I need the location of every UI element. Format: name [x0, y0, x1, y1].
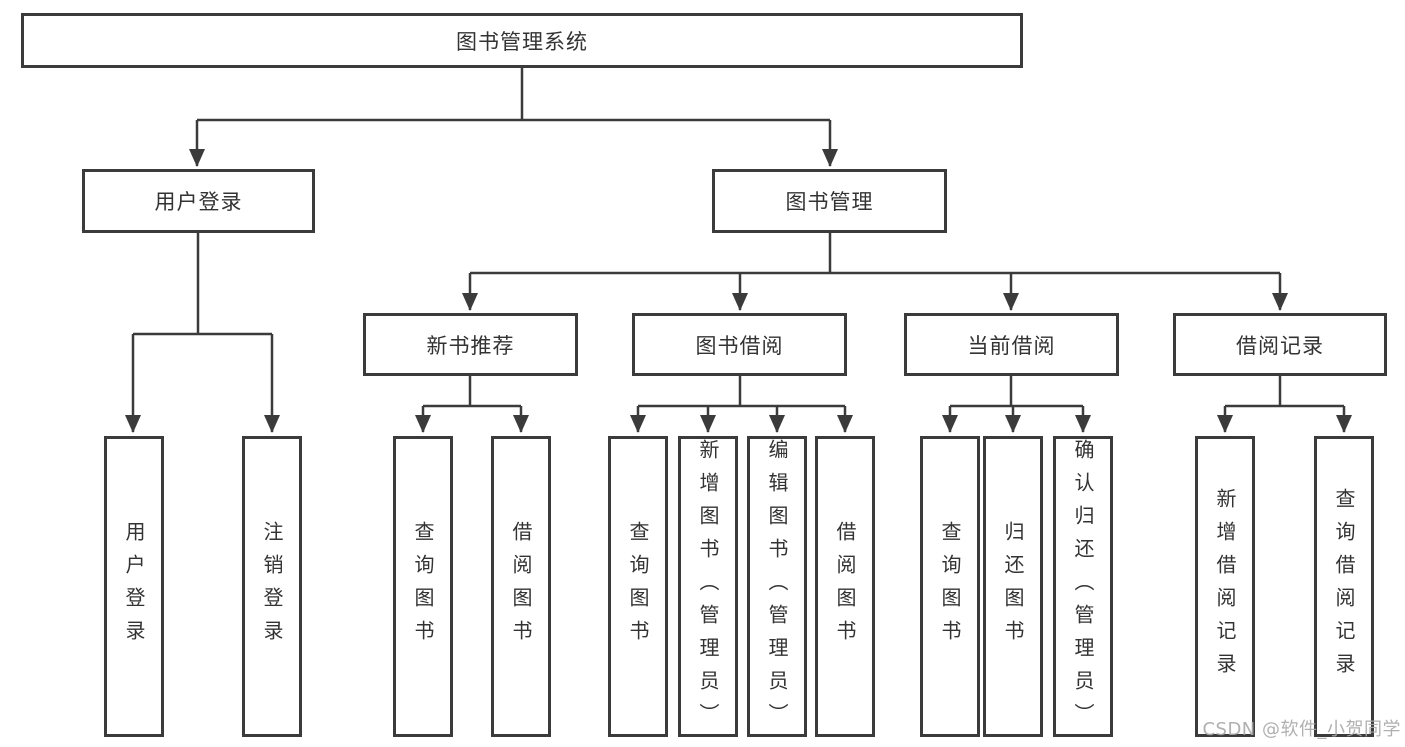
node-label: 注销登录 — [260, 520, 284, 653]
node-label: 编辑图书（管理员） — [765, 439, 789, 736]
node-new-book-recommendation: 新书推荐 — [363, 313, 578, 376]
node-label: 新书推荐 — [426, 333, 515, 358]
node-book-borrowing: 图书借阅 — [632, 313, 847, 376]
node-label: 查询图书 — [938, 520, 962, 653]
node-user-login-branch: 用户登录 — [82, 169, 315, 233]
leaf-edit-books-admin: 编辑图书（管理员） — [747, 436, 807, 737]
node-label: 图书管理系统 — [456, 29, 588, 54]
leaf-user-login: 用户登录 — [104, 436, 164, 737]
node-label: 图书借阅 — [695, 333, 784, 358]
leaf-query-books-3: 查询图书 — [920, 436, 980, 737]
leaf-borrow-books-2: 借阅图书 — [815, 436, 875, 737]
csdn-watermark: CSDN @软件_小贺同学 — [1202, 719, 1401, 740]
node-label: 确认归还（管理员） — [1071, 439, 1095, 736]
leaf-add-borrow-record: 新增借阅记录 — [1195, 436, 1255, 737]
node-label: 借阅图书 — [833, 520, 857, 653]
node-root-book-management-system: 图书管理系统 — [21, 13, 1023, 68]
node-label: 新增图书（管理员） — [696, 439, 720, 736]
leaf-add-books-admin: 新增图书（管理员） — [678, 436, 738, 737]
node-label: 借阅图书 — [509, 520, 533, 653]
node-label: 归还图书 — [1001, 520, 1025, 653]
node-label: 查询图书 — [626, 520, 650, 653]
node-current-borrowing: 当前借阅 — [904, 313, 1119, 376]
node-label: 用户登录 — [122, 520, 146, 653]
leaf-query-books-2: 查询图书 — [608, 436, 668, 737]
node-label: 查询图书 — [411, 520, 435, 653]
leaf-borrow-books-1: 借阅图书 — [491, 436, 551, 737]
node-label: 当前借阅 — [967, 333, 1056, 358]
node-label: 借阅记录 — [1236, 333, 1324, 358]
node-borrowing-records: 借阅记录 — [1173, 313, 1387, 376]
node-label: 图书管理 — [785, 190, 874, 214]
node-label: 查询借阅记录 — [1332, 487, 1356, 686]
leaf-confirm-return-admin: 确认归还（管理员） — [1053, 436, 1113, 737]
node-label: 新增借阅记录 — [1213, 487, 1237, 686]
leaf-query-books-1: 查询图书 — [393, 436, 453, 737]
leaf-return-books: 归还图书 — [983, 436, 1043, 737]
leaf-logout: 注销登录 — [242, 436, 302, 737]
leaf-query-borrow-record: 查询借阅记录 — [1314, 436, 1374, 737]
node-book-management-branch: 图书管理 — [712, 169, 947, 233]
node-label: 用户登录 — [154, 190, 243, 214]
